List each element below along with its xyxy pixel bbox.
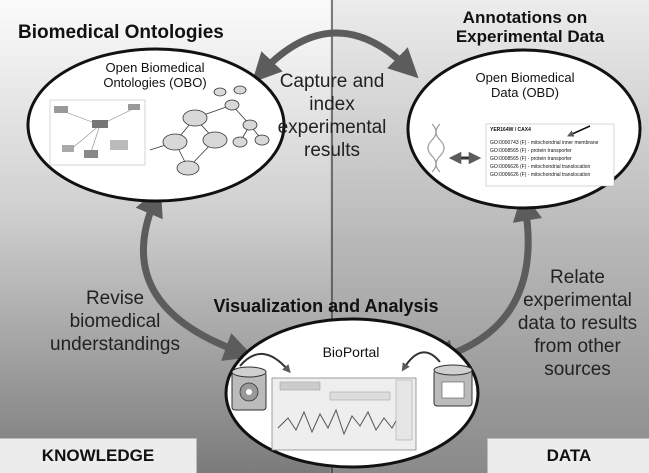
right-heading-line1: Annotations on [462,8,588,27]
right-heading-line2: Experimental Data [455,27,605,46]
top-arrow-label-line: results [304,140,360,161]
obd-node [406,48,642,210]
top-arrow-label-line: index [309,94,355,115]
annotation-snippet-line: GO:0008565 (F) - protein transporter [490,156,572,162]
left-arrow-label-line: Revise [85,288,145,309]
right-database-icon [433,364,473,407]
right-arrow-label-line: sources [544,359,611,380]
knowledge-label: KNOWLEDGE [0,438,197,473]
bioportal-title: BioPortal [322,344,380,360]
right-arrow-label-line: from other [534,336,621,357]
bioportal-waveform [277,408,411,436]
ontology-graph-nodes [149,85,270,176]
annotation-table [485,123,615,187]
right-arrow-label-line: experimental [523,290,632,311]
top-arrow-label-line: Capture and [279,71,385,92]
annotation-snippet-line: GO:0008565 (F) - protein transporter [490,148,572,154]
obd-title-line2: Data (OBD) [491,85,559,100]
top-arrow [251,29,419,83]
right-arrow-label-line: Relate [550,267,605,288]
annotation-snippet-line: GO:0006626 (F) - mitochondrial transloca… [490,164,591,170]
pointer-arrow [566,125,591,137]
right-arrow [425,191,542,368]
left-arrow [135,186,254,361]
top-arrow-label-line: experimental [277,117,387,138]
dna-helix-icon [427,123,445,173]
left-db-curved-arrow [239,352,291,374]
left-database-icon [231,366,267,411]
right-db-curved-arrow [401,351,441,372]
left-heading: Biomedical Ontologies [18,22,224,43]
obo-title-line1: Open Biomedical [105,60,205,75]
ontology-network-image [49,99,146,166]
left-arrow-label-line: biomedical [69,311,161,332]
obo-title-line2: Ontologies (OBO) [103,75,207,90]
annotation-snippet-line: GO:0000743 (F) - mitochondrial inner mem… [490,140,599,146]
left-arrow-label-line: understandings [50,334,180,355]
obd-title-line1: Open Biomedical [475,70,575,85]
right-arrow-label-line: data to results [517,313,638,334]
annotation-snippet-title: YER164W / CAX4 [490,127,531,133]
annotation-snippet-line: GO:0006626 (F) - mitochondrial transloca… [490,172,591,178]
obo-node [26,47,286,203]
data-label: DATA [487,438,649,473]
bottom-heading: Visualization and Analysis [213,296,439,316]
